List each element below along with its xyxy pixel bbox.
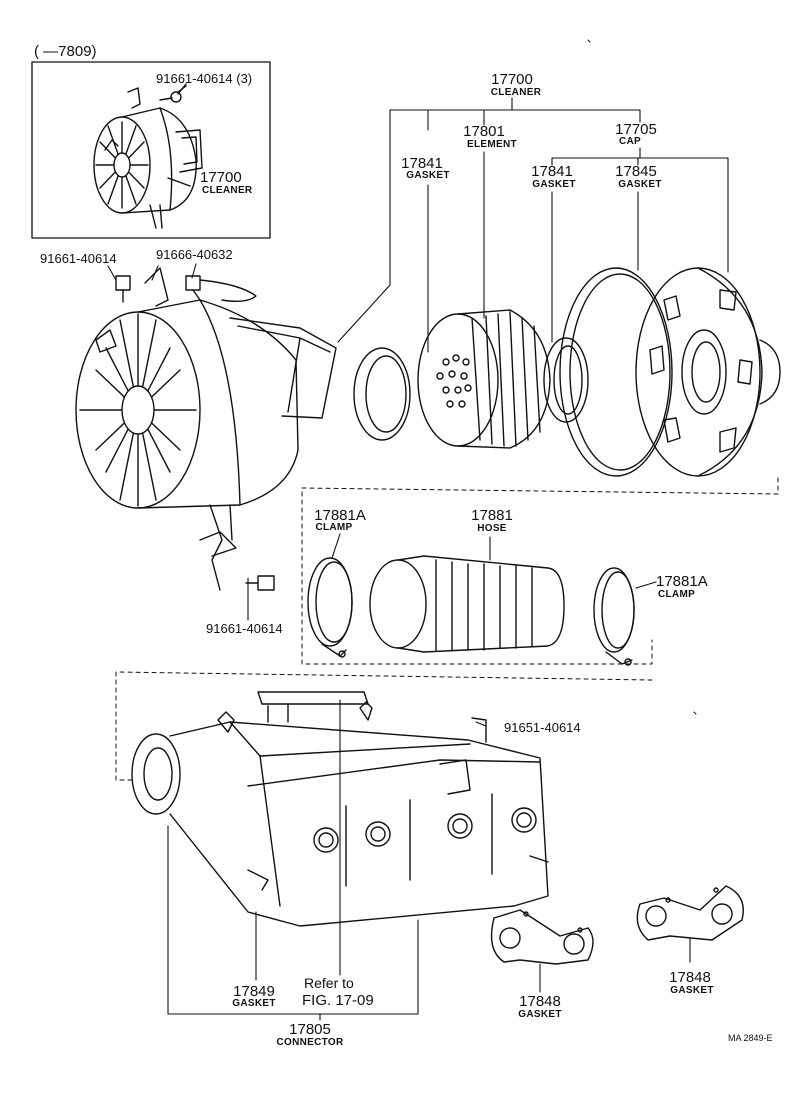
bolt-91661-b: [246, 576, 274, 590]
part-17700-inset-name: CLEANER: [202, 185, 253, 196]
part-17841-left-name: GASKET: [406, 170, 450, 181]
leader-91661-a-2: [152, 266, 158, 280]
dashed-link-lower: [116, 672, 652, 780]
part-17841-right-number: 17841: [531, 163, 573, 180]
element-holes: [437, 355, 471, 407]
leader-91661-a: [108, 266, 116, 280]
footer-drawing-code: MA 2849-E: [728, 1033, 773, 1043]
clamp-17881A-right-drawing: [594, 568, 634, 665]
part-17848-left-number: 17848: [519, 993, 561, 1010]
bolt-91661-a: [116, 276, 130, 302]
part-17881A-right-number: 17881A: [656, 573, 708, 590]
part-17881A-left-name: CLAMP: [315, 522, 353, 533]
leader-tree-connector: [168, 700, 418, 1020]
part-17805-name: CONNECTOR: [276, 1037, 344, 1048]
gasket-17848-left-drawing: [492, 910, 593, 964]
part-17848-left-name: GASKET: [518, 1009, 562, 1020]
part-91661-40614-a-number: 91661-40614: [40, 251, 117, 266]
stray-marks: [588, 40, 696, 714]
inset-cleaner-drawing: [94, 86, 202, 228]
hose-17881-drawing: [370, 556, 564, 652]
part-17849-number: 17849: [233, 983, 275, 1000]
part-17881A-right-name: CLAMP: [658, 589, 696, 600]
bolt-91666: [186, 276, 200, 300]
part-17849-name: GASKET: [232, 998, 276, 1009]
inset-range-label: ( —7809): [34, 43, 97, 60]
leader-tree-cleaner: [338, 98, 728, 352]
part-17881-number: 17881: [471, 507, 513, 524]
clamp-17881A-left-drawing: [308, 558, 352, 657]
part-17700-inset-number: 17700: [200, 169, 242, 186]
part-17841-right-name: GASKET: [532, 179, 576, 190]
reference-line-1: Refer to: [304, 975, 354, 991]
dashed-link-upper: [302, 478, 778, 664]
part-91666-40632-number: 91666-40632: [156, 247, 233, 262]
reference-line-2: FIG. 17-09: [302, 992, 374, 1009]
part-91661-40614-b-number: 91661-40614: [206, 621, 283, 636]
part-17848-right-name: GASKET: [670, 985, 714, 996]
part-17700-number: 17700: [491, 71, 533, 88]
leader-17881A-right: [636, 582, 656, 588]
leader-17881A-left: [332, 534, 340, 558]
gasket-17841-left-drawing: [354, 348, 410, 440]
leader-91661-3: [178, 84, 186, 94]
part-17881-name: HOSE: [477, 523, 507, 534]
leader-17700-inset: [168, 178, 190, 186]
connector-17805-drawing: [132, 692, 548, 926]
part-17848-right-number: 17848: [669, 969, 711, 986]
part-17805-number: 17805: [289, 1021, 331, 1038]
part-91651-40614-number: 91651-40614: [504, 720, 581, 735]
part-17841-left-number: 17841: [401, 155, 443, 172]
cap-17705-drawing: [636, 268, 780, 476]
part-17801-name: ELEMENT: [467, 139, 517, 150]
part-91661-40614-3-number: 91661-40614 (3): [156, 71, 253, 86]
leader-91666: [192, 264, 196, 278]
inset-box: [32, 62, 270, 238]
part-17700-name: CLEANER: [490, 87, 542, 98]
part-17801-number: 17801: [463, 123, 505, 140]
leader-91651: [476, 722, 486, 726]
air-cleaner-drawing: [76, 268, 336, 590]
part-17845-number: 17845: [615, 163, 657, 180]
part-17845-name: GASKET: [618, 179, 662, 190]
part-17881A-left-number: 17881A: [314, 507, 366, 524]
part-17705-name: CAP: [618, 136, 642, 147]
gasket-17848-right-drawing: [637, 886, 743, 940]
gasket-17845-drawing: [560, 268, 672, 476]
element-17801-drawing: [418, 310, 550, 448]
part-17705-number: 17705: [615, 121, 657, 138]
